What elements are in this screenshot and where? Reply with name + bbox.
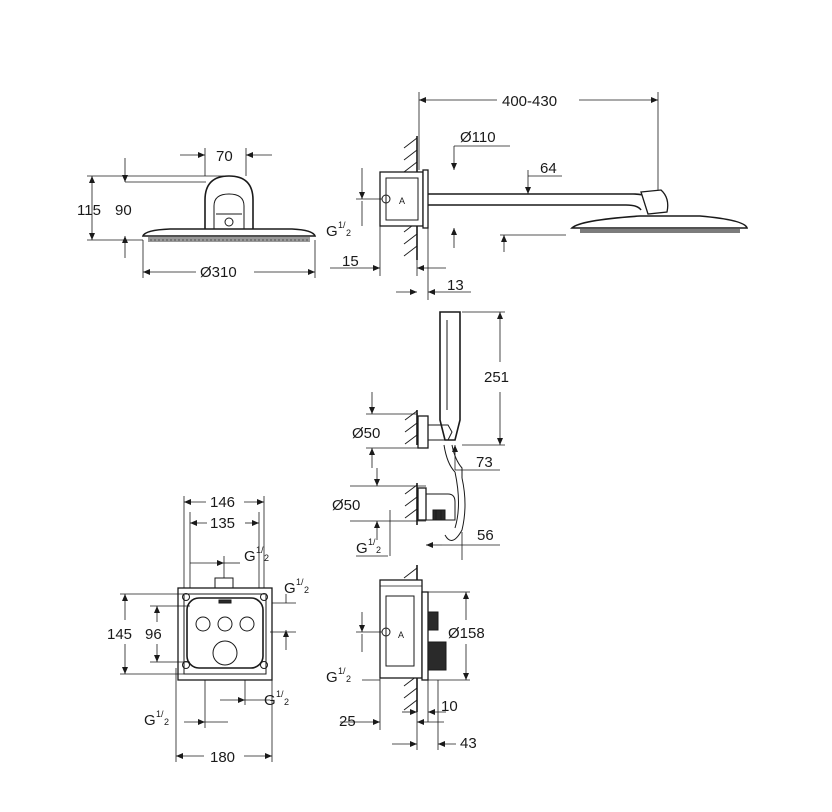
dim-box-height-inner: 96 (145, 626, 162, 643)
svg-text:G: G (284, 580, 296, 597)
svg-text:2: 2 (376, 545, 381, 555)
dim-head-diameter: Ø310 (200, 264, 237, 281)
thread-label-bottom-right: G 1/ 2 (264, 689, 289, 709)
dim-outlet-diameter: Ø50 (332, 497, 360, 514)
concealed-box-front-view: 146 135 G 1/ 2 G 1/ 2 145 (107, 494, 309, 766)
thread-label-arm: G 1/ 2 (326, 220, 351, 240)
hand-shower-view: 251 Ø50 73 Ø50 G 1/ 2 56 (332, 311, 509, 560)
thread-label-bottom-left: G 1/ 2 (144, 709, 169, 729)
concealed-box-side-view: A Ø158 G 1/ 2 25 10 (326, 565, 485, 752)
thread-connector-icon (432, 509, 446, 521)
thread-label-right: G 1/ 2 (284, 577, 309, 597)
thread-label-outlet: G 1/ 2 (356, 537, 381, 557)
head-shower-front-view: 70 115 90 Ø310 (77, 148, 317, 281)
svg-text:2: 2 (164, 717, 169, 727)
svg-text:G: G (244, 548, 256, 565)
svg-text:G: G (144, 712, 156, 729)
svg-text:G: G (326, 669, 338, 686)
dim-box-height-outer: 145 (107, 626, 132, 643)
valve-button-icon (427, 611, 447, 671)
svg-text:2: 2 (346, 674, 351, 684)
svg-text:G: G (264, 692, 276, 709)
wall-hatch-icon (404, 484, 418, 519)
dim-box-depth: 15 (342, 253, 359, 270)
svg-text:1/: 1/ (368, 537, 376, 547)
dim-arm-flange-diameter: Ø110 (460, 129, 496, 146)
svg-text:G: G (356, 540, 368, 557)
dim-holder-diameter: Ø50 (352, 425, 380, 442)
dim-arm-length: 400-430 (502, 93, 557, 110)
svg-text:1/: 1/ (256, 545, 264, 555)
svg-text:1/: 1/ (276, 689, 284, 699)
svg-text:2: 2 (264, 553, 269, 563)
svg-text:G: G (326, 223, 338, 240)
svg-text:A: A (398, 630, 404, 640)
svg-text:1/: 1/ (296, 577, 304, 587)
dim-side-gap: 10 (441, 698, 458, 715)
svg-text:2: 2 (346, 228, 351, 238)
svg-text:1/: 1/ (338, 666, 346, 676)
dim-faceplate-diameter: Ø158 (448, 625, 485, 642)
dim-box-width-inner: 135 (210, 515, 235, 532)
thread-label-side: G 1/ 2 (326, 666, 351, 686)
thread-label-top: G 1/ 2 (244, 545, 269, 565)
svg-text:2: 2 (304, 585, 309, 595)
svg-text:2: 2 (284, 697, 289, 707)
svg-text:1/: 1/ (156, 709, 164, 719)
dim-box-width-outer: 146 (210, 494, 235, 511)
dim-hand-shower-length: 251 (484, 369, 509, 386)
dim-box-width-total: 180 (210, 749, 235, 766)
dim-flange-thickness: 13 (447, 277, 464, 294)
dim-side-depth: 25 (339, 713, 356, 730)
dim-hose-offset: 73 (476, 454, 493, 471)
dim-head-height-total: 115 (77, 202, 101, 219)
svg-text:1/: 1/ (338, 220, 346, 230)
dim-head-height: 90 (115, 202, 132, 219)
dim-head-width: 70 (216, 148, 233, 165)
svg-text:A: A (399, 196, 405, 206)
shower-arm-side-view: A 400-430 Ø110 64 G 1/ 2 (326, 92, 749, 300)
dim-side-projection: 43 (460, 735, 477, 752)
dim-outlet-projection: 56 (477, 527, 494, 544)
valve-button-icon (195, 616, 255, 666)
dim-arm-drop: 64 (540, 160, 557, 177)
wall-hatch-icon (404, 410, 418, 445)
